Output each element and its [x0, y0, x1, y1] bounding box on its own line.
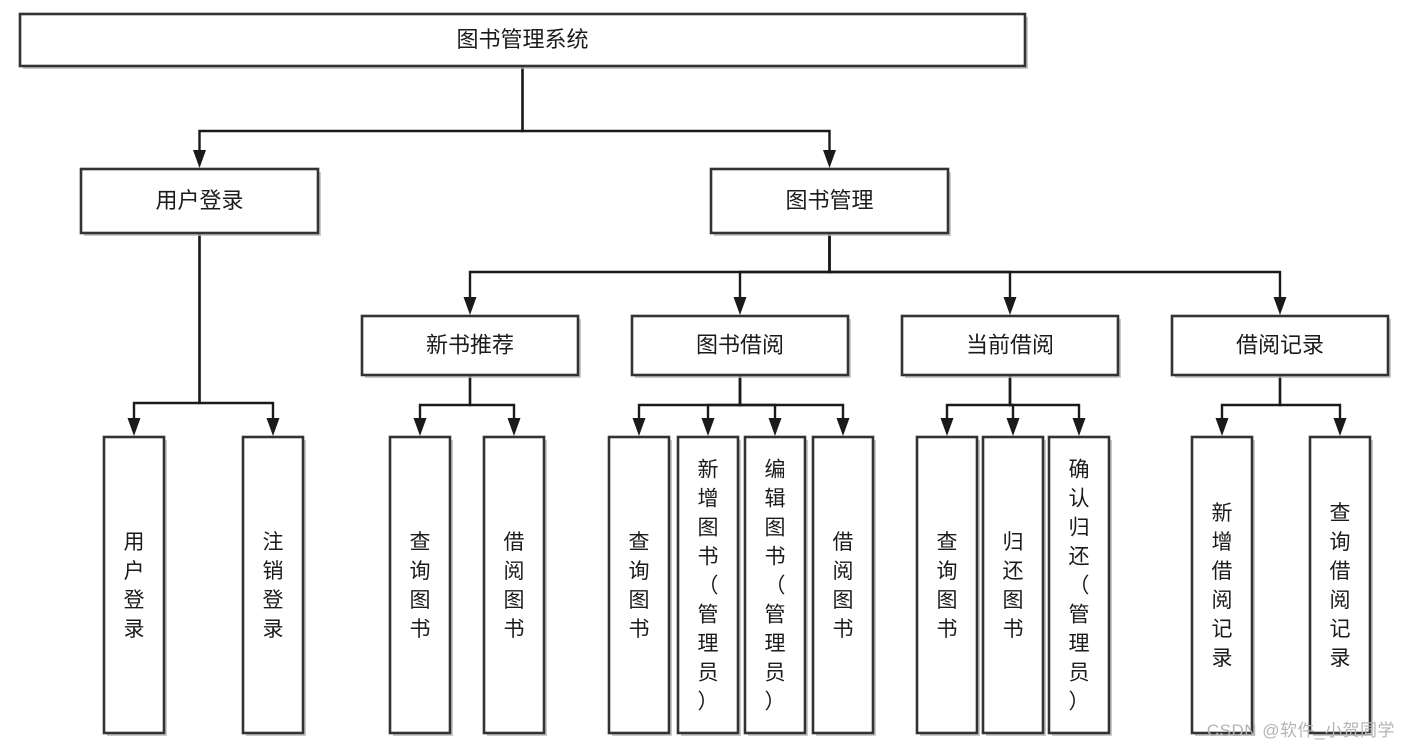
connector-current-borrow-to-leaf-confirm-return-admin — [1008, 375, 1086, 436]
node-root[interactable]: 图书管理系统 — [18, 12, 1028, 69]
connector-new-book-recommend-to-leaf-query-book-rec — [413, 375, 472, 436]
node-box-leaf-return-book[interactable] — [981, 435, 1045, 735]
connector-borrow-records-to-leaf-query-borrow-record — [1278, 375, 1347, 436]
arrow-head-icon — [1006, 418, 1020, 436]
connector-layer — [127, 66, 1347, 436]
node-leaf-confirm-return-admin[interactable]: 确认归还（管理员） — [1047, 435, 1112, 736]
node-label-leaf-logout: 注销登录 — [263, 531, 284, 641]
arrow-head-icon — [193, 150, 206, 168]
node-box-borrow-records[interactable] — [1170, 314, 1390, 377]
node-box-book-management[interactable] — [709, 167, 950, 235]
connector-book-borrow-to-leaf-add-book-admin — [701, 375, 742, 436]
arrow-head-icon — [1333, 418, 1347, 436]
node-label-leaf-edit-book-admin: 编辑图书（管理员） — [765, 458, 786, 713]
node-leaf-query-book-cb[interactable]: 查询图书 — [915, 435, 980, 736]
node-leaf-query-borrow-record[interactable]: 查询借阅记录 — [1308, 435, 1373, 736]
node-leaf-borrow-book-bb[interactable]: 借阅图书 — [811, 435, 876, 736]
node-box-leaf-query-book-bb[interactable] — [607, 435, 671, 735]
node-label-leaf-borrow-book-bb: 借阅图书 — [833, 531, 854, 641]
node-book-borrow[interactable]: 图书借阅 — [630, 314, 851, 378]
arrow-head-icon — [701, 418, 715, 436]
node-label-root: 图书管理系统 — [456, 27, 588, 52]
connector-book-management-to-new-book-recommend — [463, 233, 831, 315]
connector-user-login-to-leaf-logout — [198, 233, 280, 436]
arrow-head-icon — [1273, 297, 1287, 315]
connector-current-borrow-to-leaf-query-book-cb — [940, 375, 1012, 436]
node-label-leaf-query-borrow-record: 查询借阅记录 — [1330, 502, 1351, 670]
node-label-leaf-add-borrow-record: 新增借阅记录 — [1212, 502, 1233, 670]
arrow-head-icon — [413, 418, 427, 436]
connector-book-borrow-to-leaf-borrow-book-bb — [738, 375, 850, 436]
node-current-borrow[interactable]: 当前借阅 — [900, 314, 1121, 378]
arrow-head-icon — [823, 150, 836, 168]
arrow-head-icon — [733, 297, 747, 315]
arrow-head-icon — [632, 418, 646, 436]
node-box-leaf-edit-book-admin[interactable] — [743, 435, 807, 735]
node-label-book-management: 图书管理 — [785, 188, 873, 213]
node-leaf-return-book[interactable]: 归还图书 — [981, 435, 1046, 736]
node-box-leaf-user-login[interactable] — [102, 435, 166, 735]
node-label-leaf-borrow-book-rec: 借阅图书 — [504, 531, 525, 641]
arrow-head-icon — [266, 418, 280, 436]
connector-root-to-user-login — [193, 66, 524, 168]
node-label-leaf-query-book-cb: 查询图书 — [937, 531, 958, 641]
node-leaf-user-login[interactable]: 用户登录 — [102, 435, 167, 736]
csdn-watermark: CSDN @软件_小贺同学 — [1206, 721, 1395, 740]
node-layer: 图书管理系统用户登录图书管理新书推荐图书借阅当前借阅借阅记录用户登录注销登录查询… — [18, 12, 1391, 736]
arrow-head-icon — [507, 418, 521, 436]
node-box-new-book-recommend[interactable] — [360, 314, 580, 377]
node-box-leaf-query-book-cb[interactable] — [915, 435, 979, 735]
node-label-leaf-add-book-admin: 新增图书（管理员） — [698, 458, 719, 713]
node-box-book-borrow[interactable] — [630, 314, 850, 377]
node-leaf-query-book-rec[interactable]: 查询图书 — [388, 435, 453, 736]
node-leaf-borrow-book-rec[interactable]: 借阅图书 — [482, 435, 547, 736]
connector-root-to-book-management — [521, 66, 836, 168]
node-box-current-borrow[interactable] — [900, 314, 1120, 377]
node-label-leaf-query-book-rec: 查询图书 — [410, 531, 431, 641]
node-box-user-login[interactable] — [79, 167, 320, 235]
arrow-head-icon — [127, 418, 141, 436]
node-label-leaf-return-book: 归还图书 — [1003, 531, 1024, 641]
node-label-borrow-records: 借阅记录 — [1236, 332, 1324, 357]
node-borrow-records[interactable]: 借阅记录 — [1170, 314, 1391, 378]
node-label-leaf-confirm-return-admin: 确认归还（管理员） — [1069, 458, 1090, 713]
node-leaf-add-book-admin[interactable]: 新增图书（管理员） — [676, 435, 741, 736]
connector-book-management-to-current-borrow — [828, 233, 1017, 315]
node-label-user-login: 用户登录 — [155, 188, 243, 213]
node-label-book-borrow: 图书借阅 — [696, 332, 784, 357]
node-leaf-add-borrow-record[interactable]: 新增借阅记录 — [1190, 435, 1255, 736]
node-user-login[interactable]: 用户登录 — [79, 167, 321, 236]
node-box-leaf-add-borrow-record[interactable] — [1190, 435, 1254, 735]
connector-borrow-records-to-leaf-add-borrow-record — [1215, 375, 1282, 436]
arrow-head-icon — [836, 418, 850, 436]
node-leaf-logout[interactable]: 注销登录 — [241, 435, 306, 736]
connector-new-book-recommend-to-leaf-borrow-book-rec — [468, 375, 521, 436]
node-box-leaf-borrow-book-bb[interactable] — [811, 435, 875, 735]
node-box-leaf-query-book-rec[interactable] — [388, 435, 452, 735]
connector-book-management-to-book-borrow — [733, 233, 831, 315]
node-box-leaf-confirm-return-admin[interactable] — [1047, 435, 1111, 735]
node-box-leaf-query-borrow-record[interactable] — [1308, 435, 1372, 735]
arrow-head-icon — [768, 418, 782, 436]
node-label-new-book-recommend: 新书推荐 — [426, 332, 514, 357]
node-box-root[interactable] — [18, 12, 1027, 68]
node-leaf-query-book-bb[interactable]: 查询图书 — [607, 435, 672, 736]
node-box-leaf-add-book-admin[interactable] — [676, 435, 740, 735]
node-book-management[interactable]: 图书管理 — [709, 167, 951, 236]
node-box-leaf-borrow-book-rec[interactable] — [482, 435, 546, 735]
arrow-head-icon — [1003, 297, 1017, 315]
node-label-leaf-user-login: 用户登录 — [124, 531, 145, 641]
arrow-head-icon — [1072, 418, 1086, 436]
node-box-leaf-logout[interactable] — [241, 435, 305, 735]
arrow-head-icon — [463, 297, 477, 315]
connector-user-login-to-leaf-user-login — [127, 233, 201, 436]
arrow-head-icon — [940, 418, 954, 436]
node-new-book-recommend[interactable]: 新书推荐 — [360, 314, 581, 378]
node-label-current-borrow: 当前借阅 — [966, 332, 1054, 357]
node-leaf-edit-book-admin[interactable]: 编辑图书（管理员） — [743, 435, 808, 736]
arrow-head-icon — [1215, 418, 1229, 436]
node-label-leaf-query-book-bb: 查询图书 — [629, 531, 650, 641]
connector-book-management-to-borrow-records — [828, 233, 1287, 315]
